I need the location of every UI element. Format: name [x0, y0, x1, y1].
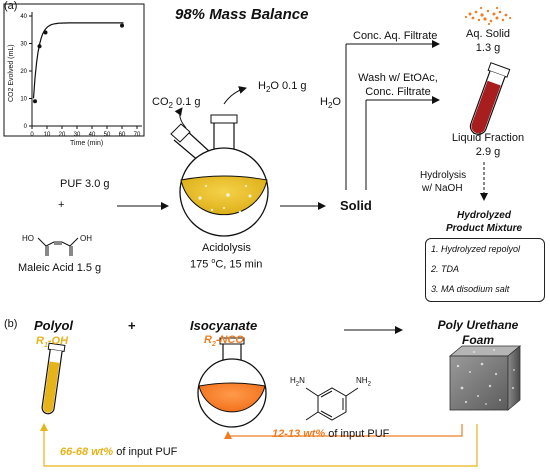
- liquid-fraction-tube: [469, 62, 511, 135]
- product-item-1: 1. Hydrolyzed repolyol: [431, 244, 521, 254]
- x-tick-label: 20: [59, 132, 66, 138]
- h2o-top-label: H2O 0.1 g: [258, 80, 307, 95]
- isocyanate-formula: R2-NCO: [204, 334, 244, 349]
- aq-solid-particles: [464, 6, 512, 26]
- x-tick-label: 50: [104, 132, 111, 138]
- iso-pct-text: 12-13 wt% of input PUF: [272, 428, 390, 440]
- hydrolysis-line2: w/ NaOH: [422, 183, 463, 194]
- aq-solid-label: Aq. Solid: [465, 28, 511, 40]
- y-tick-label: 30: [20, 42, 27, 48]
- foam-line2: Foam: [461, 333, 494, 347]
- hydrolysis-line1: Hydrolysis: [420, 170, 467, 181]
- data-point: [120, 23, 124, 28]
- y-tick-label: 10: [20, 97, 27, 103]
- hydrolyzed-line2: Product Mixture: [445, 223, 523, 234]
- x-tick-label: 60: [119, 132, 126, 138]
- chart-points: [33, 23, 124, 104]
- foam-line1: Poly Urethane: [437, 318, 519, 332]
- y-tick-label: 40: [20, 14, 27, 20]
- conc-aq-filtrate: Conc. Aq. Filtrate: [353, 30, 438, 42]
- polyol-tube: [41, 342, 66, 415]
- isocyanate-label: Isocyanate: [190, 318, 258, 333]
- reaction-flask: [170, 86, 269, 237]
- hydrolyzed-line1: Hydrolyzed: [457, 210, 511, 221]
- panel-b-label: (b): [4, 318, 18, 330]
- x-tick-label: 30: [74, 132, 81, 138]
- data-point: [37, 44, 42, 49]
- plus-a: +: [58, 199, 65, 211]
- maleic-acid-structure: [37, 237, 79, 256]
- data-point: [33, 99, 37, 104]
- mass-balance-title: 98% Mass Balance: [175, 6, 309, 23]
- inset-x-label: Time (min): [70, 140, 104, 147]
- inset-y-label: CO2 Evolved (mL): [8, 44, 15, 102]
- h2o-mid-label: H2O: [320, 96, 341, 111]
- fit-curve: [32, 22, 124, 99]
- x-tick-label: 40: [89, 132, 96, 138]
- x-tick-label: 10: [44, 132, 51, 138]
- x-tick-label: 0: [30, 132, 34, 138]
- wash-line2: Conc. Filtrate: [365, 86, 431, 98]
- chart-ticks: 0 10 20 30 40 50 60 70 0 10 20 30 40: [20, 14, 141, 138]
- polyol-formula: R1-OH: [36, 335, 69, 350]
- product-item-3: 3. MA disodium salt: [431, 284, 510, 294]
- x-tick-label: 70: [134, 132, 141, 138]
- solid-label: Solid: [340, 198, 372, 213]
- liquid-fraction-mass: 2.9 g: [475, 146, 501, 158]
- maleic-label: Maleic Acid 1.5 g: [18, 262, 102, 274]
- y-tick-label: 0: [24, 124, 28, 130]
- data-point: [43, 30, 48, 35]
- maleic-oh: OH: [80, 234, 92, 243]
- isocyanate-flask: [197, 337, 267, 428]
- polyol-label: Polyol: [34, 318, 74, 333]
- product-list: 1. Hydrolyzed repolyol 2. TDA 3. MA diso…: [425, 238, 545, 302]
- acidolysis-label: Acidolysis: [202, 242, 251, 254]
- tda-nh2-left: H2N: [290, 376, 305, 388]
- plus-b: +: [128, 318, 136, 333]
- inset-chart: 0 10 20 30 40 50 60 70 0 10 20 30 40: [3, 3, 145, 138]
- liquid-fraction-label: Liquid Fraction: [451, 132, 525, 144]
- polyol-pct-text: 66-68 wt% of input PUF: [60, 446, 178, 458]
- aq-solid-mass: 1.3 g: [475, 42, 501, 54]
- maleic-ho: HO: [22, 234, 34, 243]
- y-tick-label: 20: [20, 69, 27, 75]
- wash-line1: Wash w/ EtOAc,: [358, 72, 438, 84]
- panel-a-label: (a): [4, 0, 18, 12]
- product-item-2: 2. TDA: [431, 264, 460, 274]
- acidolysis-conditions: 175 oC, 15 min: [190, 258, 263, 271]
- co2-label: CO2 0.1 g: [152, 96, 201, 111]
- foam-cube: [448, 345, 522, 411]
- tda-structure: [305, 387, 359, 421]
- puf-label: PUF 3.0 g: [60, 178, 110, 190]
- tda-nh2-right: NH2: [356, 376, 371, 388]
